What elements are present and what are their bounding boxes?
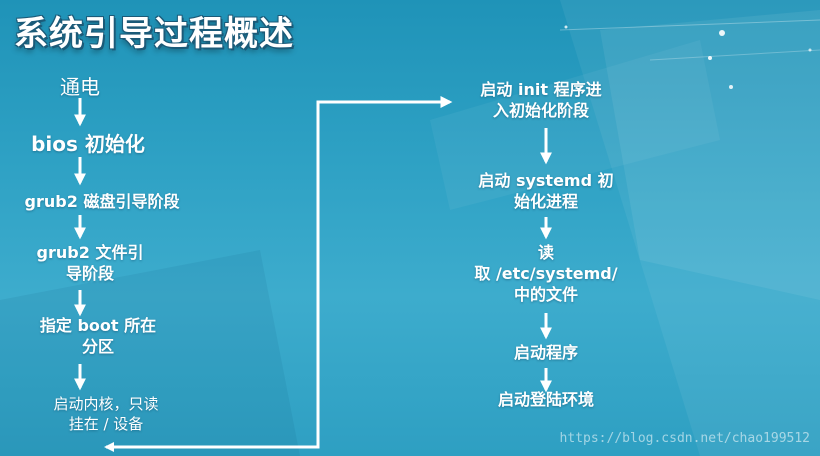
watermark: https://blog.csdn.net/chao199512 (559, 431, 810, 446)
step-grub2-file: grub2 文件引 导阶段 (36, 243, 144, 283)
step-init-program: 启动 init 程序进 入初始化阶段 (480, 80, 602, 120)
step-read-systemd-files: 读 取 /etc/systemd/ 中的文件 (474, 243, 618, 304)
step-start-programs: 启动程序 (513, 343, 578, 362)
step-grub2-disk: grub2 磁盘引导阶段 (24, 192, 180, 211)
step-login-environment: 启动登陆环境 (497, 390, 594, 409)
arrow-connector (106, 96, 453, 449)
step-kernel-start: 启动内核，只读 挂在 / 设备 (53, 395, 159, 433)
page-title: 系统引导过程概述 (14, 14, 294, 54)
step-systemd-init: 启动 systemd 初 始化进程 (478, 171, 614, 211)
step-boot-partition: 指定 boot 所在 分区 (39, 316, 157, 356)
step-bios-init: bios 初始化 (31, 132, 145, 156)
step-power-on: 通电 (60, 75, 100, 99)
